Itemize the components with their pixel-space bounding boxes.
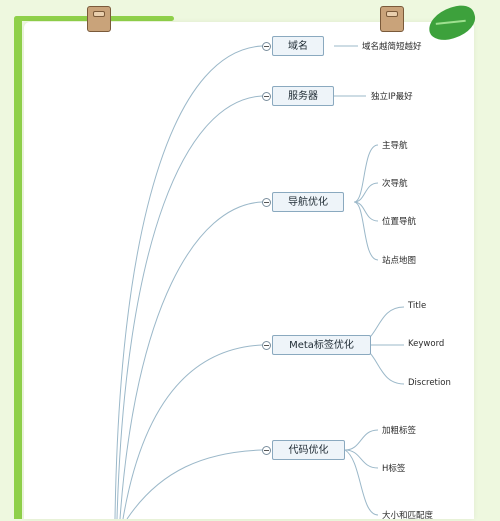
leaf-node: 大小和匹配度: [382, 511, 434, 521]
collapse-toggle-icon[interactable]: [262, 341, 271, 350]
leaf-node: Title: [408, 301, 427, 311]
collapse-toggle-icon[interactable]: [262, 198, 271, 207]
leaf-node: 加粗标签: [382, 426, 417, 436]
bookmark-tag-icon: [87, 6, 111, 32]
branch-node-code[interactable]: 代码优化: [272, 440, 345, 460]
green-frame-left: [14, 16, 22, 519]
leaf-node: 位置导航: [382, 217, 417, 227]
mindmap-canvas: [24, 22, 474, 519]
leaf-node: 独立IP最好: [371, 92, 413, 102]
collapse-toggle-icon[interactable]: [262, 42, 271, 51]
leaf-node: H标签: [382, 464, 406, 474]
branch-node-server[interactable]: 服务器: [272, 86, 334, 106]
branch-node-meta-tags[interactable]: Meta标签优化: [272, 335, 371, 355]
leaf-node: Discretion: [408, 378, 451, 388]
bookmark-tag-icon: [380, 6, 404, 32]
leaf-node: 主导航: [382, 141, 408, 151]
collapse-toggle-icon[interactable]: [262, 92, 271, 101]
leaf-node: 次导航: [382, 179, 408, 189]
leaf-node: 域名越简短越好: [362, 42, 422, 52]
branch-node-navigation[interactable]: 导航优化: [272, 192, 344, 212]
collapse-toggle-icon[interactable]: [262, 446, 271, 455]
leaf-node: Keyword: [408, 339, 445, 349]
branch-node-domain[interactable]: 域名: [272, 36, 324, 56]
leaf-node: 站点地图: [382, 256, 417, 266]
